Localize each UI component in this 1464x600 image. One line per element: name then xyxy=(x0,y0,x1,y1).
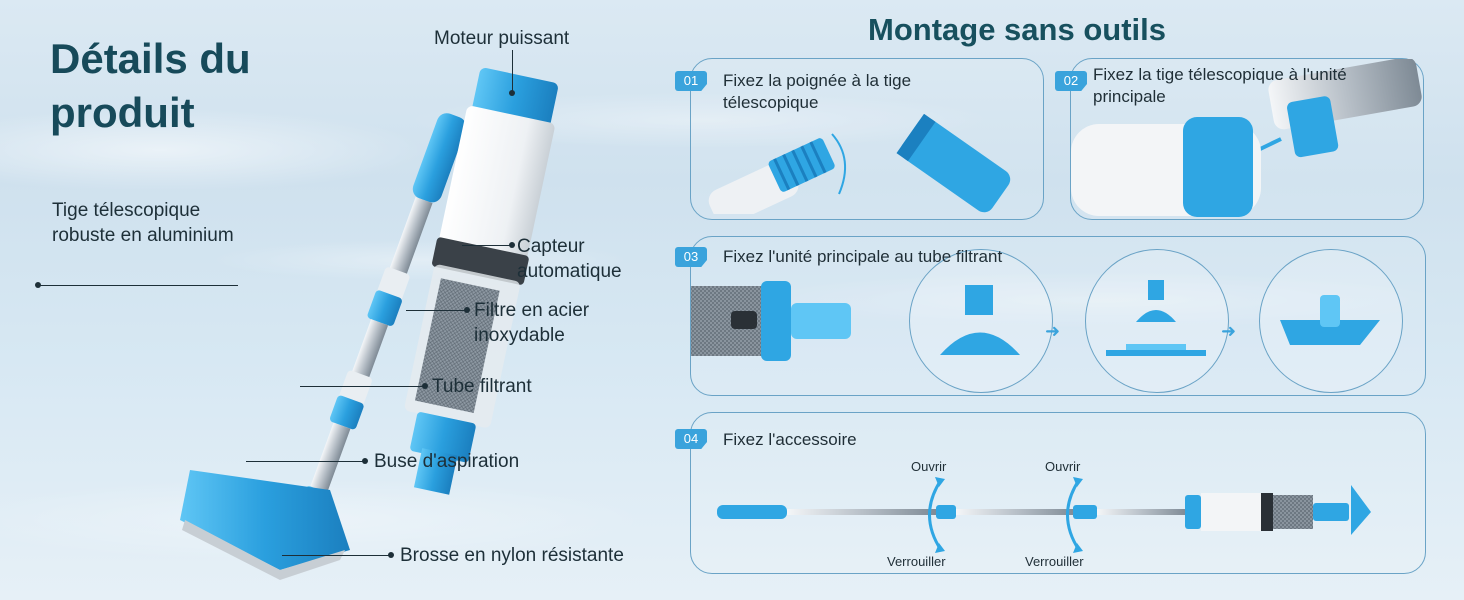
callout-filter: Filtre en acier inoxydable xyxy=(474,300,590,346)
callout-motor-dot xyxy=(509,90,515,96)
callout-nozzle-leader xyxy=(246,461,364,462)
step-text-3: Fixez l'unité principale au tube filtran… xyxy=(723,247,1003,266)
callout-tube-dot xyxy=(422,383,428,389)
step-badge-3: 03 xyxy=(675,247,707,267)
step-panel-4: Ouvrir Verrouiller Ouvrir Verrouiller 04… xyxy=(675,412,1426,574)
callout-brush-leader xyxy=(282,555,390,556)
step-text-4: Fixez l'accessoire xyxy=(723,430,857,449)
step-panel-3: ➜ ➜ 03 Fixez l'unité principale au tube … xyxy=(675,236,1426,396)
lock-label-2: Verrouiller xyxy=(1025,554,1084,569)
callout-sensor-leader xyxy=(462,245,510,246)
step-1-illustration xyxy=(708,114,1011,214)
brush-head xyxy=(180,470,350,570)
rotate-arrow-icon xyxy=(928,477,945,553)
step-panel-2: 02 Fixez la tige télescopique à l'unité … xyxy=(1055,58,1424,220)
step-text-2: Fixez la tige télescopique à l'unité pri… xyxy=(1093,65,1347,106)
main-body xyxy=(404,68,558,495)
arrow-right-icon: ➜ xyxy=(1045,321,1061,341)
step-badge-2: 02 xyxy=(1055,71,1087,91)
step-3-circle-nozzle xyxy=(909,249,1053,393)
callout-tube-leader xyxy=(300,386,424,387)
callout-brush: Brosse en nylon résistante xyxy=(400,545,624,566)
open-label-1: Ouvrir xyxy=(911,459,947,474)
step-panel-1: 01 Fixez la poignée à la tige télescopiq… xyxy=(675,58,1044,220)
callout-pole: Tige télescopique robuste en aluminium xyxy=(52,200,234,246)
callout-motor-leader xyxy=(512,50,513,92)
product-details-title: Détails du produit xyxy=(50,35,251,136)
step-2-illustration xyxy=(1071,59,1422,217)
arrow-right-icon: ➜ xyxy=(1221,321,1237,341)
step-3-unit-illustration xyxy=(691,281,851,361)
callout-pole-leader xyxy=(38,285,238,286)
open-label-2: Ouvrir xyxy=(1045,459,1081,474)
telescopic-pole xyxy=(300,113,467,514)
step-text-1: Fixez la poignée à la tige télescopique xyxy=(723,71,912,112)
callout-nozzle: Buse d'aspiration xyxy=(374,451,520,472)
step-3-circle-brush xyxy=(1259,249,1403,393)
callout-nozzle-dot xyxy=(362,458,368,464)
callout-brush-dot xyxy=(388,552,394,558)
callout-tube: Tube filtrant xyxy=(432,376,532,397)
callout-filter-dot xyxy=(464,307,470,313)
callout-motor: Moteur puissant xyxy=(434,28,570,49)
step-badge-1: 01 xyxy=(675,71,707,91)
callout-sensor: Capteur automatique xyxy=(517,236,622,282)
lock-label-1: Verrouiller xyxy=(887,554,946,569)
callout-filter-leader xyxy=(406,310,466,311)
pool-vacuum-illustration xyxy=(180,68,558,580)
callout-sensor-dot xyxy=(509,242,515,248)
step-badge-4: 04 xyxy=(675,429,707,449)
step-3-circle-parts xyxy=(1085,249,1229,393)
assembly-title: Montage sans outils xyxy=(868,12,1166,47)
step-4-assembly-illustration xyxy=(717,485,1371,535)
rotate-arrow-icon xyxy=(1066,477,1083,553)
